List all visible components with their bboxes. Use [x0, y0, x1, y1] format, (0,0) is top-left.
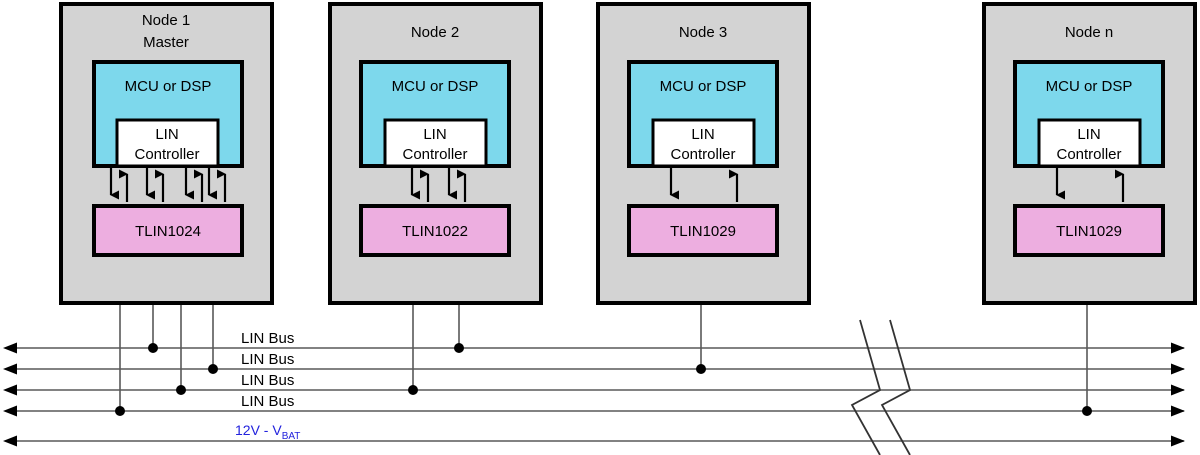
noden-controller-label-line1: LIN: [1077, 126, 1100, 143]
bus-label-4: LIN Bus: [241, 393, 294, 410]
node3-controller-label-line2: Controller: [670, 146, 735, 163]
node3-junction-dot-bus2: [696, 364, 706, 374]
node3-transceiver-block[interactable]: [627, 204, 779, 257]
node2-transceiver-block[interactable]: [359, 204, 511, 257]
node1-junction-dot-bus4: [115, 406, 125, 416]
node2-lin-controller-block[interactable]: [383, 118, 488, 168]
node-3[interactable]: Node 3 MCU or DSP LIN Controller TLIN102…: [596, 2, 811, 305]
node1-signal-arrows: [109, 167, 227, 202]
bus-label-5-vbat: 12V - VBAT: [235, 422, 300, 442]
bus-lines-group: [3, 342, 1185, 447]
node3-transceiver-label: TLIN1029: [670, 223, 736, 240]
node1-lin-controller-block[interactable]: [115, 118, 220, 168]
node3-title-line1: Node 3: [679, 24, 727, 41]
bus-break-zigzag: [850, 319, 912, 455]
node2-junction-dot-bus1: [454, 343, 464, 353]
node-2[interactable]: Node 2 MCU or DSP LIN Controller TLIN102…: [328, 2, 543, 305]
node1-transceiver-block[interactable]: [92, 204, 244, 257]
bus-break-zigzag-right: [880, 319, 912, 455]
noden-signal-arrows: [1055, 167, 1125, 202]
node3-lin-controller-block[interactable]: [651, 118, 756, 168]
node2-title-line1: Node 2: [411, 24, 459, 41]
noden-transceiver-block[interactable]: [1013, 204, 1165, 257]
node3-controller-label-line1: LIN: [691, 126, 714, 143]
vbat-label-sub: BAT: [282, 431, 301, 442]
node1-mcu-label: MCU or DSP: [125, 78, 212, 95]
bus-break-zigzag-left: [850, 319, 882, 455]
node1-title-line2: Master: [143, 34, 189, 51]
node1-controller-label-line2: Controller: [134, 146, 199, 163]
node3-signal-arrows: [669, 167, 739, 202]
node2-controller-label-line1: LIN: [423, 126, 446, 143]
noden-mcu-label: MCU or DSP: [1046, 78, 1133, 95]
node1-title-line1: Node 1: [142, 12, 190, 29]
bus-label-1: LIN Bus: [241, 330, 294, 347]
noden-lin-controller-block[interactable]: [1037, 118, 1142, 168]
bus-labels-group: LIN Bus LIN Bus LIN Bus LIN Bus 12V - VB…: [235, 330, 300, 442]
noden-junction-dot-bus4: [1082, 406, 1092, 416]
node2-transceiver-label: TLIN1022: [402, 223, 468, 240]
noden-transceiver-label: TLIN1029: [1056, 223, 1122, 240]
node1-transceiver-label: TLIN1024: [135, 223, 201, 240]
noden-controller-label-line2: Controller: [1056, 146, 1121, 163]
bus-label-3: LIN Bus: [241, 372, 294, 389]
bus-label-2: LIN Bus: [241, 351, 294, 368]
node-1[interactable]: Node 1 Master MCU or DSP LIN Controller …: [59, 2, 274, 305]
vbat-label-main: 12V - V: [235, 422, 282, 438]
node2-mcu-label: MCU or DSP: [392, 78, 479, 95]
node2-junction-dot-bus3: [408, 385, 418, 395]
node1-controller-label-line1: LIN: [155, 126, 178, 143]
node2-controller-label-line2: Controller: [402, 146, 467, 163]
node-n[interactable]: Node n MCU or DSP LIN Controller TLIN102…: [982, 2, 1197, 305]
node1-junction-dot-bus1: [148, 343, 158, 353]
node1-junction-dot-bus3: [176, 385, 186, 395]
node1-junction-dot-bus2: [208, 364, 218, 374]
node2-signal-arrows: [410, 167, 467, 202]
noden-title-line1: Node n: [1065, 24, 1113, 41]
node3-mcu-label: MCU or DSP: [660, 78, 747, 95]
